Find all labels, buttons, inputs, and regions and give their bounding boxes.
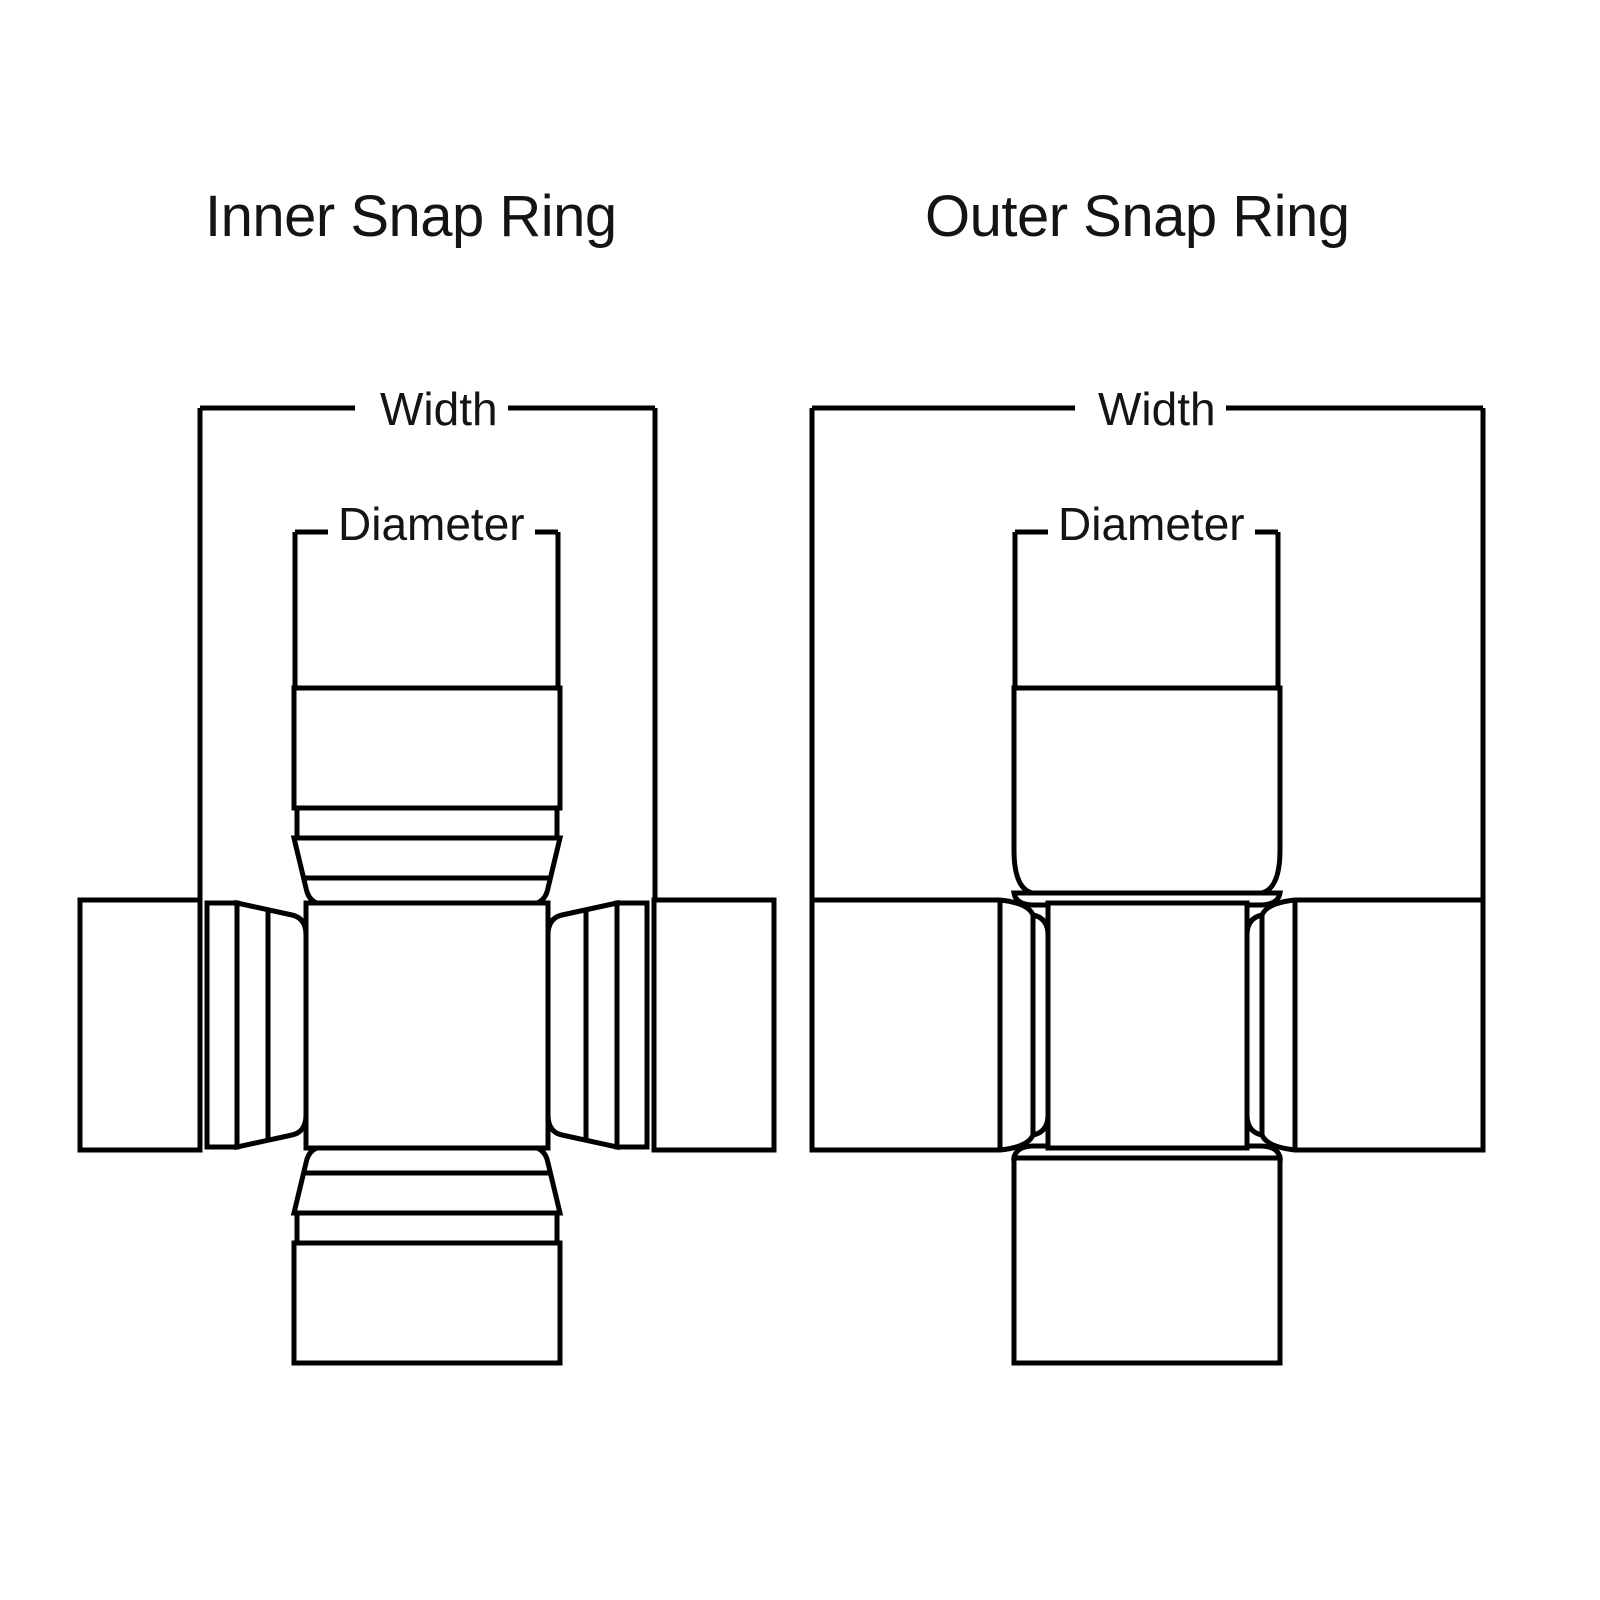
bottom-bearing-taper-inner (290, 1143, 564, 1216)
panel-title-outer-snap-ring: Outer Snap Ring (925, 184, 1350, 249)
bottom-bearing-cap-body-inner (291, 1240, 563, 1366)
width-dimension-label-outer: Width (1088, 382, 1226, 436)
width-dimension-label-inner: Width (370, 382, 508, 436)
right-bearing-taper-inner (545, 899, 620, 1151)
width-dimension-inner (197, 405, 658, 900)
bottom-snap-ring-band-inner (294, 1210, 560, 1246)
left-bearing-taper-inner (234, 899, 309, 1151)
top-snap-ring-band-inner (294, 805, 560, 841)
outer-snap-ring-assembly (809, 405, 1486, 1366)
right-bearing-cap-body-inner (651, 897, 777, 1153)
diameter-dimension-inner (292, 529, 561, 688)
inner-snap-ring-assembly (77, 405, 777, 1366)
bottom-bearing-cap-body-outer (1011, 1155, 1283, 1366)
right-snap-ring-band-inner (614, 900, 650, 1150)
left-snap-ring-band-inner (204, 900, 240, 1150)
panel-title-inner-snap-ring: Inner Snap Ring (205, 184, 617, 249)
left-bearing-cap-body-inner (77, 897, 203, 1153)
top-bearing-cap-body-inner (291, 685, 563, 811)
width-dimension-outer (809, 405, 1486, 900)
top-bearing-cap-body-outer (1011, 685, 1283, 896)
diameter-dimension-label-outer: Diameter (1048, 497, 1255, 551)
center-hub-outer (1045, 900, 1250, 1151)
diameter-dimension-label-inner: Diameter (328, 497, 535, 551)
center-hub-inner (303, 900, 551, 1151)
top-bearing-taper-inner (290, 835, 564, 908)
diameter-dimension-outer (1012, 529, 1281, 688)
